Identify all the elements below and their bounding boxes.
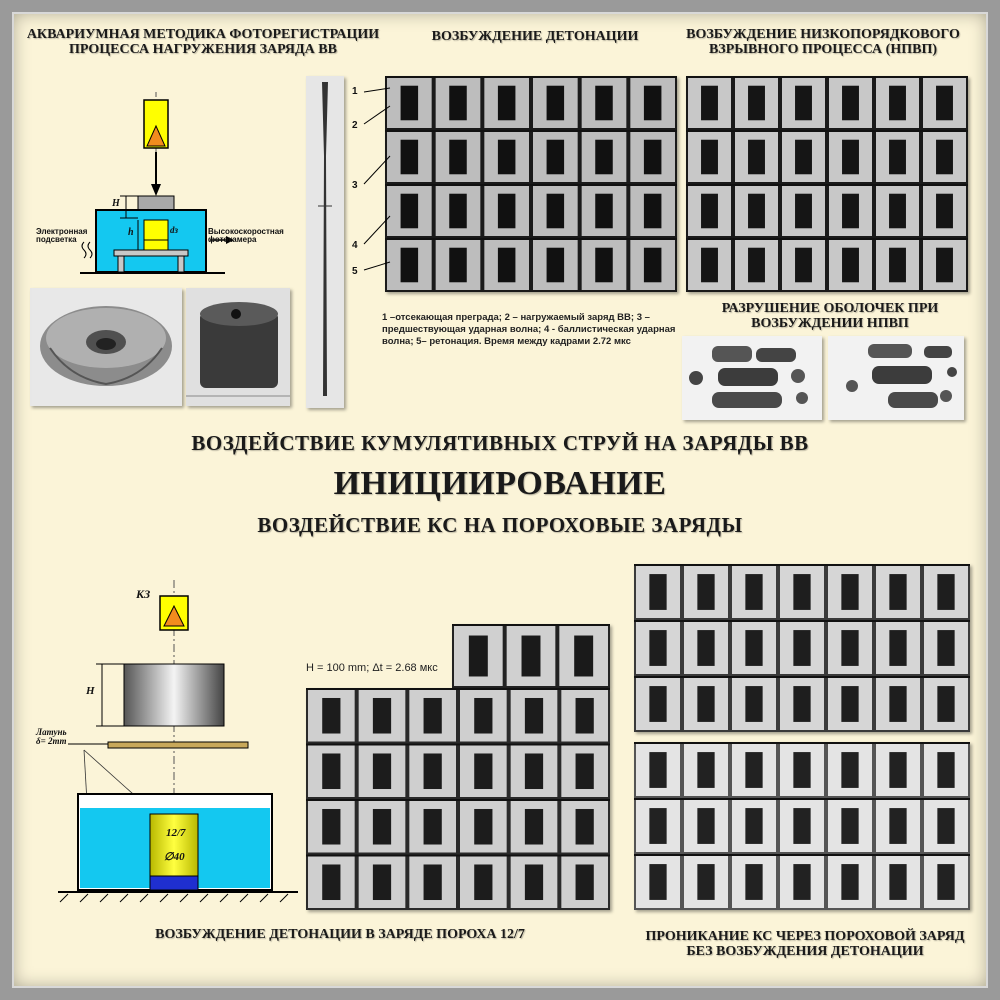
detonation-title: ВОЗБУЖДЕНИЕ ДЕТОНАЦИИ <box>431 29 639 44</box>
jet-penetration-photo-2 <box>634 742 970 910</box>
main-heading: ВОЗДЕЙСТВИЕ КУМУЛЯТИВНЫХ СТРУЙ НА ЗАРЯДЫ… <box>191 431 809 455</box>
powder-grade-label: 12/7 <box>166 827 186 839</box>
brass-label: Латунь δ= 2mm <box>36 727 67 747</box>
powder-charges-heading: ВОЗДЕЙСТВИЕ КС НА ПОРОХОВЫЕ ЗАРЯДЫ <box>257 513 743 537</box>
diameter-label: ∅40 <box>164 851 185 863</box>
shell-fragments-photo-2 <box>828 336 964 420</box>
powder-detonation-caption: ВОЗБУЖДЕНИЕ ДЕТОНАЦИИ В ЗАРЯДЕ ПОРОХА 12… <box>155 927 525 942</box>
shell-fragments-photo-1 <box>682 336 822 420</box>
shell-destruction-title: РАЗРУШЕНИЕ ОБОЛОЧЕК ПРИ ВОЗБУЖДЕНИИ НПВП <box>721 301 939 331</box>
jet-penetration-caption: ПРОНИКАНИЕ КС ЧЕРЕЗ ПОРОХОВОЙ ЗАРЯД БЕЗ … <box>645 929 965 959</box>
frame-number-2: 2 <box>352 120 358 131</box>
jet-penetration-photo-1 <box>634 564 970 732</box>
damaged-target-photo-2 <box>186 288 290 406</box>
frame-pointer-lines <box>363 87 391 271</box>
frame-number-3: 3 <box>352 180 358 191</box>
bottom-dim-H-label: H <box>86 685 95 697</box>
aquarium-method-title: АКВАРИУМНАЯ МЕТОДИКА ФОТОРЕГИСТРАЦИИ ПРО… <box>26 27 380 57</box>
frame-number-5: 5 <box>352 266 358 277</box>
frame-number-1: 1 <box>352 86 358 97</box>
detonation-legend: 1 –отсекающая преграда; 2 – нагружаемый … <box>382 312 676 347</box>
detonation-frames-photo <box>385 76 677 292</box>
electronic-light-label: Электронная подсветка <box>36 227 88 245</box>
frame-number-4: 4 <box>352 240 358 251</box>
camera-label: Высокоскоростная фотокамера <box>208 227 284 245</box>
nvp-frames-photo <box>686 76 968 292</box>
kz-label: КЗ <box>136 587 151 601</box>
initiation-heading: ИНИЦИИРОВАНИЕ <box>333 465 667 502</box>
jet-vertical-photo <box>306 76 344 408</box>
powder-detonation-photo <box>306 688 610 910</box>
powder-detonation-photo-top <box>452 624 610 688</box>
powder-setup-diagram <box>58 580 298 903</box>
test-parameters: H = 100 mm; Δt = 2.68 мкс <box>306 662 438 674</box>
damaged-target-photo-1 <box>30 288 182 406</box>
aquarium-diagram <box>80 92 234 274</box>
dim-h-label: h <box>128 227 134 238</box>
dim-d-label: dз <box>170 225 179 235</box>
nvp-title: ВОЗБУЖДЕНИЕ НИЗКОПОРЯДКОВОГО ВЗРЫВНОГО П… <box>686 27 960 57</box>
dim-H-label: H <box>112 198 120 209</box>
